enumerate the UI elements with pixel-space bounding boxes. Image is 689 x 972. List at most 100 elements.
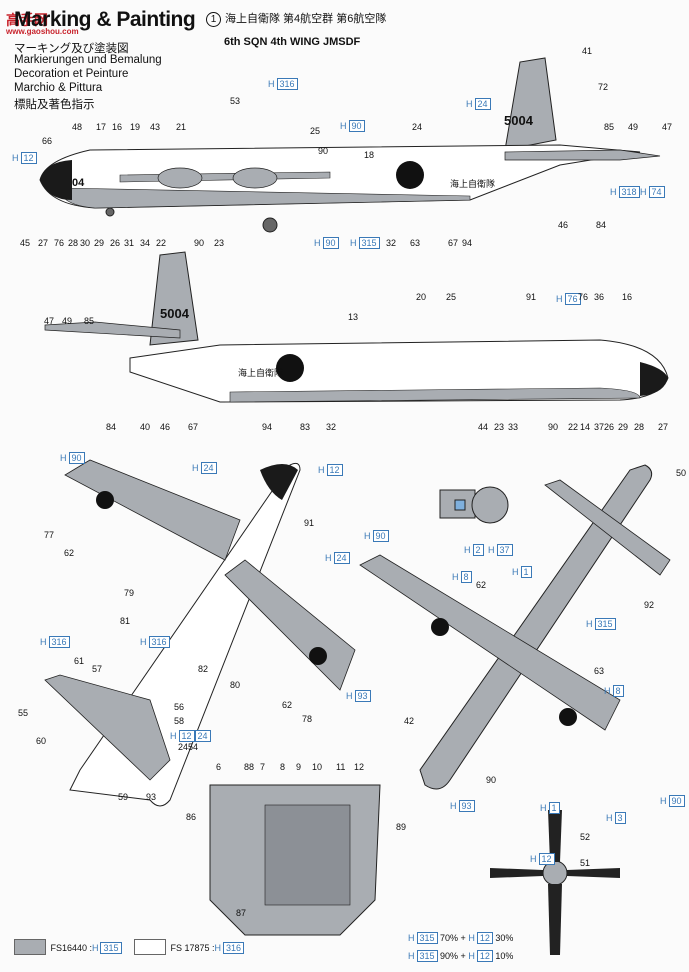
mix-text-2: 90% + xyxy=(440,951,469,961)
detail-part-number: 9 xyxy=(296,762,302,772)
plan-part-number: 90 xyxy=(486,775,497,785)
callout-code: 316 xyxy=(148,636,170,648)
callout-code: 12 xyxy=(538,853,555,865)
side2-part-number: 27 xyxy=(658,422,669,432)
side2-part-number: 94 xyxy=(262,422,273,432)
side1-part-number: 85 xyxy=(604,122,615,132)
subtitle-jp: マーキング及び塗装図 xyxy=(14,43,129,55)
callout-prefix: H xyxy=(170,731,177,741)
callout-code: 74 xyxy=(648,186,665,198)
side2-part-number: 32 xyxy=(326,422,337,432)
callout-code: 76 xyxy=(564,293,581,305)
legend-swatch-1 xyxy=(14,938,46,955)
callout-code: 8 xyxy=(612,685,624,697)
plan-part-number: 82 xyxy=(198,664,209,674)
detail-part-number: 6 xyxy=(216,762,222,772)
callout-code: 3 xyxy=(614,812,626,824)
plan-part-number: 63 xyxy=(594,666,605,676)
side2-part-number: 83 xyxy=(300,422,311,432)
page-title: Marking & Painting xyxy=(14,8,196,31)
plan-part-number: 81 xyxy=(120,616,131,626)
side1-part-number: 63 xyxy=(410,238,421,248)
detail-part-number: 11 xyxy=(336,762,346,772)
side1-part-number: 76 xyxy=(54,238,65,248)
side1-part-number: 48 xyxy=(72,122,83,132)
detail-part-number: 89 xyxy=(396,822,407,832)
callout-prefix: H xyxy=(512,567,519,577)
side1-part-number: 21 xyxy=(176,122,187,132)
mix-b-2: 12 xyxy=(476,950,493,962)
side1-part-number: 26 xyxy=(110,238,121,248)
side2-part-number: 16 xyxy=(622,292,633,302)
callout-code: 24 xyxy=(194,730,211,742)
plan-part-number: 77 xyxy=(44,530,55,540)
mix-b-1: 12 xyxy=(476,932,493,944)
aircraft-side-view-2 xyxy=(44,251,669,403)
callout-prefix: H xyxy=(350,238,357,248)
detail-part-number: 7 xyxy=(260,762,266,772)
legend-swatch-2 xyxy=(134,938,166,955)
side2-part-number: 36 xyxy=(594,292,605,302)
side1-part-number: 94 xyxy=(462,238,473,248)
side1-part-number: 72 xyxy=(598,82,609,92)
callout-code: 8 xyxy=(460,571,472,583)
subtitle-de: Markierungen und Bemalung xyxy=(14,54,162,66)
subtitle-cn: 標貼及著色指示 xyxy=(14,99,95,111)
detail-part-number: 86 xyxy=(186,812,197,822)
aircraft-plan-view xyxy=(44,459,356,807)
callout-code: 318 xyxy=(618,186,640,198)
callout-code: 93 xyxy=(354,690,371,702)
side1-part-number: 30 xyxy=(80,238,91,248)
side1-part-number: 28 xyxy=(68,238,79,248)
plan-part-number: 24 xyxy=(178,742,189,752)
callout-prefix: H xyxy=(192,463,199,473)
plan-part-number: 62 xyxy=(476,580,487,590)
callout-prefix: H xyxy=(540,803,547,813)
detail-part-number: 12 xyxy=(354,762,365,772)
callout-prefix: H xyxy=(604,686,611,696)
mix-text-1: 70% + xyxy=(440,933,469,943)
callout-prefix: H xyxy=(140,637,147,647)
scheme-jp: 海上自衛隊 第4航空群 第6航空隊 xyxy=(225,13,387,25)
legend-h-2: 316 xyxy=(222,942,245,954)
callout-prefix: H xyxy=(450,801,457,811)
callout-code: 315 xyxy=(358,237,380,249)
callout-prefix: H xyxy=(660,796,667,806)
nose-code-side-2: 04 xyxy=(614,368,627,380)
side2-part-number: 76 xyxy=(578,292,589,302)
side2-part-number: 44 xyxy=(478,422,489,432)
plan-part-number: 42 xyxy=(404,716,415,726)
callout-prefix: H xyxy=(556,294,563,304)
side1-part-number: 84 xyxy=(596,220,607,230)
scheme-number: 1 xyxy=(206,12,221,27)
scheme-en: 6th SQN 4th WING JMSDF xyxy=(224,36,361,48)
callout-prefix: H xyxy=(340,121,347,131)
callout-prefix: H xyxy=(325,553,332,563)
side1-part-number: 17 xyxy=(96,122,107,132)
plan-part-number: 92 xyxy=(644,600,655,610)
side2-part-number: 29 xyxy=(618,422,629,432)
side1-part-number: 46 xyxy=(558,220,569,230)
side1-part-number: 22 xyxy=(156,238,167,248)
callout-prefix: H xyxy=(610,187,617,197)
callout-code: 90 xyxy=(348,120,365,132)
side2-part-number: 22 xyxy=(568,422,579,432)
mix-pct-1: 30% xyxy=(495,933,514,943)
detail-part-number: 52 xyxy=(580,832,591,842)
subtitle-it: Marchio & Pittura xyxy=(14,82,103,94)
nose-code-side-1: 04 xyxy=(72,177,85,189)
